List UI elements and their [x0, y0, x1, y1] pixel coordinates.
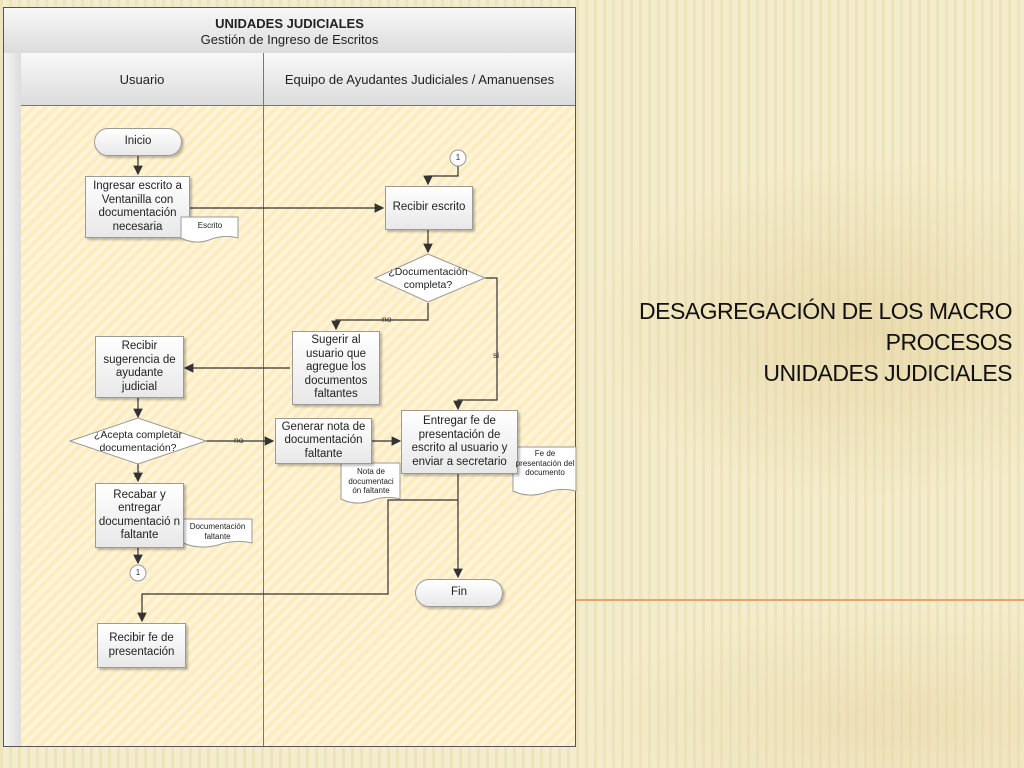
process-recibir-sugerencia: Recibir sugerencia de ayudante judicial — [95, 336, 184, 398]
edge-label-si-1: si — [493, 350, 500, 360]
process-recibir-fe: Recibir fe de presentación — [97, 623, 186, 668]
doc-documentacion-faltante: Documentación faltante — [189, 522, 246, 541]
pool-title: UNIDADES JUDICIALES — [215, 16, 364, 31]
slide-title-line-1: DESAGREGACIÓN DE LOS MACRO — [639, 298, 1012, 324]
pool-header: UNIDADES JUDICIALES Gestión de Ingreso d… — [4, 8, 575, 54]
start-node: Inicio — [94, 128, 182, 156]
slide-title: DESAGREGACIÓN DE LOS MACRO PROCESOS UNID… — [592, 296, 1012, 389]
decision-doc-completa-shape — [373, 253, 487, 303]
process-recibir-escrito: Recibir escrito — [385, 186, 473, 230]
edge-label-no-2: no — [234, 435, 244, 445]
slide-title-line-3: UNIDADES JUDICIALES — [763, 360, 1012, 386]
doc-escrito: Escrito — [197, 221, 223, 230]
doc-nota-faltante: Nota de documentaci ón faltante — [348, 467, 394, 495]
lane-header-equipo: Equipo de Ayudantes Judiciales / Amanuen… — [264, 53, 575, 106]
process-sugerir-usuario: Sugerir al usuario que agregue los docum… — [292, 331, 380, 405]
process-entregar-fe: Entregar fe de presentación de escrito a… — [401, 410, 518, 474]
doc-fe-presentacion: Fe de presentación del documento — [515, 449, 575, 477]
connector-1-top: 1 — [455, 153, 461, 162]
connector-1-bottom: 1 — [135, 568, 141, 577]
decorative-line — [560, 599, 1024, 601]
decision-acepta-completar: ¿Acepta completar documentación? — [93, 429, 183, 454]
process-generar-nota: Generar nota de documentación faltante — [275, 418, 372, 464]
process-recabar-documentacion: Recabar y entregar documentació n faltan… — [95, 483, 184, 548]
decision-acepta-shape — [68, 417, 208, 465]
lane-header-usuario: Usuario — [21, 53, 264, 106]
end-node: Fin — [415, 579, 503, 607]
edge-label-si-2: si — [134, 469, 141, 479]
decision-documentacion-completa: ¿Documentación completa? — [388, 266, 468, 291]
swimlane-pool: UNIDADES JUDICIALES Gestión de Ingreso d… — [3, 7, 576, 747]
edge-label-no-1: no — [382, 314, 392, 324]
slide-title-line-2: PROCESOS — [885, 329, 1013, 355]
process-ingresar-escrito: Ingresar escrito a Ventanilla con docume… — [85, 176, 190, 238]
pool-subtitle: Gestión de Ingreso de Escritos — [200, 32, 379, 47]
